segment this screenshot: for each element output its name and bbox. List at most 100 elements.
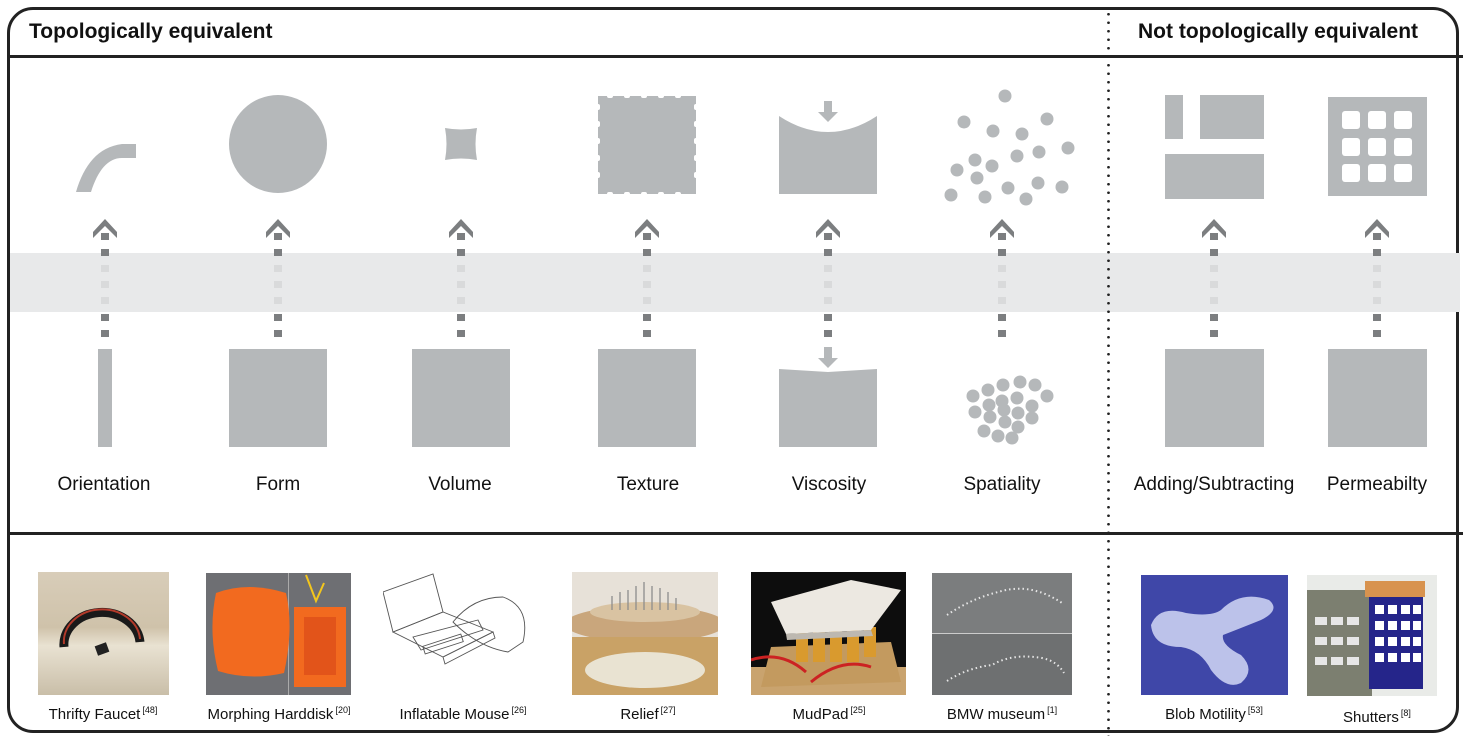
category-label-viscosity: Viscosity [791, 474, 867, 495]
arrow-dash [1210, 281, 1218, 288]
arrow-dash [1373, 314, 1381, 321]
arrow-dash [1373, 281, 1381, 288]
transform-arrow-form [266, 219, 290, 337]
citation-ref: [1] [1047, 705, 1058, 715]
relief-photo-icon [572, 572, 718, 695]
arrow-dash [643, 249, 651, 256]
example-caption-mudpad: MudPad[25] [793, 705, 866, 723]
arrow-dash [457, 314, 465, 321]
example-caption-relief: Relief[27] [620, 705, 675, 723]
viscosity-source-surface-icon [779, 347, 877, 447]
citation-ref: [27] [660, 705, 676, 715]
arrow-head-icon [1202, 219, 1226, 238]
permeability-result-perforated-square-icon [1328, 97, 1427, 196]
arrow-dash [824, 314, 832, 321]
example-name: MudPad [792, 706, 849, 723]
bmw-museum-photo-icon [932, 573, 1072, 695]
arrow-dash [274, 233, 282, 240]
arrow-dash [998, 249, 1006, 256]
arrow-dash [998, 281, 1006, 288]
header-not-topologically-equivalent: Not topologically equivalent [1138, 20, 1419, 43]
arrow-dash [998, 330, 1006, 337]
diagram-frame [7, 7, 1459, 733]
arrow-dash [1373, 297, 1381, 304]
texture-result-textured-square-icon [596, 94, 698, 196]
arrow-dash [643, 314, 651, 321]
arrow-dash [1373, 265, 1381, 272]
category-label-permeability: Permeabilty [1326, 474, 1428, 495]
category-label-adding-subtracting: Adding/Subtracting [1133, 474, 1295, 495]
arrow-dash [457, 265, 465, 272]
example-caption-thrifty-faucet: Thrifty Faucet[48] [49, 705, 158, 723]
arrow-dash [101, 265, 109, 272]
volume-source-square-icon [412, 349, 510, 447]
arrow-dash [457, 330, 465, 337]
arrow-head-icon [990, 219, 1014, 238]
category-label-orientation: Orientation [57, 474, 151, 495]
arrow-dash [274, 281, 282, 288]
inflatable-mouse-drawing-icon [383, 573, 526, 665]
citation-ref: [25] [850, 705, 866, 715]
arrow-dash [824, 265, 832, 272]
arrow-dash [1373, 233, 1381, 240]
transform-arrow-viscosity [816, 219, 840, 337]
adding-subtracting-result-split-blocks-icon [1165, 95, 1264, 199]
citation-ref: [8] [1400, 708, 1411, 718]
arrow-dash [101, 281, 109, 288]
arrow-dash [457, 297, 465, 304]
arrow-dash [998, 265, 1006, 272]
arrow-head-icon [816, 219, 840, 238]
arrow-dash [998, 297, 1006, 304]
example-caption-morphing-harddisk: Morphing Harddisk[20] [208, 705, 351, 723]
example-name: Blob Motility [1165, 706, 1246, 723]
spatiality-result-scattered-dots-icon [944, 89, 1075, 206]
blob-photo-icon [1151, 596, 1274, 685]
category-label-spatiality: Spatiality [963, 474, 1041, 495]
category-label-volume: Volume [428, 474, 492, 495]
group-separator-dotted-line [1107, 10, 1110, 736]
arrow-dash [274, 249, 282, 256]
harddisk-photo-icon [212, 573, 346, 695]
arrow-dash [1210, 249, 1218, 256]
arrow-dash [101, 330, 109, 337]
arrow-dash [101, 233, 109, 240]
example-caption-blob-motility: Blob Motility[53] [1165, 705, 1263, 723]
arrow-dash [101, 297, 109, 304]
arrow-dash [1210, 265, 1218, 272]
arrow-head-icon [449, 219, 473, 238]
form-source-square-icon [229, 349, 327, 447]
texture-source-square-icon [598, 349, 696, 447]
arrow-dash [824, 297, 832, 304]
category-label-form: Form [255, 474, 301, 495]
transform-arrow-texture [635, 219, 659, 337]
arrow-dash [457, 233, 465, 240]
header-divider [7, 55, 1463, 58]
arrow-head-icon [1365, 219, 1389, 238]
transform-arrow-volume [449, 219, 473, 337]
example-name: BMW museum [946, 706, 1046, 723]
arrow-dash [101, 314, 109, 321]
example-image-morphing-harddisk [206, 573, 351, 695]
arrow-dash [998, 314, 1006, 321]
arrow-dash [1210, 297, 1218, 304]
arrow-dash [274, 330, 282, 337]
arrow-dash [1373, 249, 1381, 256]
arrow-head-icon [93, 219, 117, 238]
example-caption-bmw-museum: BMW museum[1] [947, 705, 1057, 723]
arrow-dash [1210, 330, 1218, 337]
arrow-head-icon [266, 219, 290, 238]
volume-result-small-square-icon [445, 128, 477, 160]
example-image-blob-motility [1141, 575, 1288, 695]
arrow-dash [643, 281, 651, 288]
example-image-thrifty-faucet [38, 572, 169, 695]
example-name: Shutters [1343, 709, 1399, 726]
arrow-dash [1373, 330, 1381, 337]
permeability-source-square-icon [1328, 349, 1427, 447]
arrow-dash [643, 265, 651, 272]
transform-arrow-orientation [93, 219, 117, 337]
arrow-dash [643, 233, 651, 240]
arrow-dash [824, 330, 832, 337]
mudpad-photo-icon [751, 580, 906, 695]
arrow-dash [274, 265, 282, 272]
